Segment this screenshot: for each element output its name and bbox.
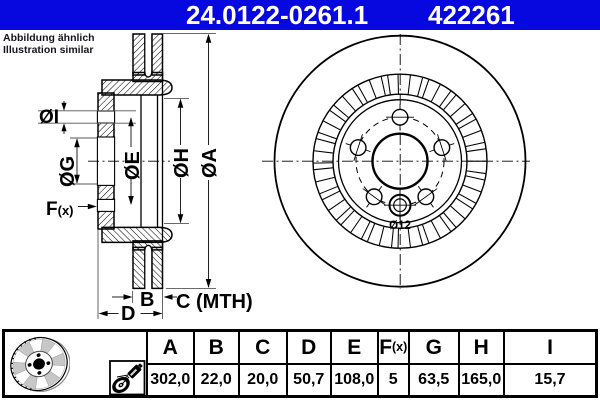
- label-f: F(x): [46, 199, 74, 220]
- label-hole-diameter: Ø12: [389, 220, 411, 232]
- header-bar: 24.0122-0261.1 422261: [0, 0, 600, 30]
- table-col-c: C 20,0: [238, 332, 286, 395]
- table-col-h: H 165,0: [457, 332, 503, 395]
- col-f-header: F(x): [378, 332, 408, 365]
- bolt-circle: [355, 116, 445, 206]
- part-number: 24.0122-0261.1: [186, 0, 369, 30]
- spray-can-body: [127, 363, 143, 379]
- cross-section-view: ØA ØH ØE ØG ØI F(x) B C (MTH) D: [38, 32, 253, 325]
- table-col-d: D 50,7: [285, 332, 330, 395]
- label-dia-g: ØG: [57, 156, 79, 187]
- col-d-header: D: [287, 332, 330, 365]
- col-i-header: I: [505, 332, 595, 365]
- table-col-g: G 63,5: [408, 332, 458, 395]
- table-col-e: E 108,0: [330, 332, 377, 395]
- label-dia-i: ØI: [39, 107, 59, 128]
- col-f-value: 5: [388, 371, 398, 388]
- label-c-mth: C (MTH): [176, 291, 253, 313]
- col-c-value: 20,0: [247, 371, 279, 388]
- col-d-value: 50,7: [293, 371, 325, 388]
- dimension-table: A 302,0 B 22,0 C 20,0 D 50,7 E 108,0 F(x…: [2, 329, 598, 398]
- col-a-header: A: [148, 332, 193, 365]
- table-col-f: F(x) 5: [376, 332, 408, 395]
- col-c-header: C: [240, 332, 286, 365]
- front-view: Ø12: [262, 34, 530, 289]
- label-dia-h: ØH: [171, 148, 193, 178]
- note-line-german: Abbildung ähnlich: [3, 32, 95, 44]
- table-col-b: B 22,0: [192, 332, 238, 395]
- col-e-value: 108,0: [334, 371, 375, 388]
- label-dia-e: ØE: [122, 151, 144, 180]
- bolt-holes: [345, 104, 455, 208]
- center-bore-circle: [371, 132, 429, 190]
- similarity-note: Abbildung ähnlich Illustration similar: [3, 32, 95, 56]
- vane-tick-ring: [313, 74, 487, 248]
- col-b-header: B: [194, 332, 238, 365]
- label-b: B: [140, 289, 154, 311]
- table-col-a: A 302,0: [146, 332, 193, 395]
- outer-diameter-circle: [273, 34, 527, 288]
- table-col-i: I 15,7: [503, 332, 595, 395]
- col-h-value: 165,0: [461, 371, 502, 388]
- col-h-header: H: [459, 332, 503, 365]
- col-g-value: 63,5: [418, 371, 450, 388]
- label-d: D: [121, 303, 135, 325]
- col-a-value: 302,0: [150, 371, 191, 388]
- col-i-value: 15,7: [534, 371, 566, 388]
- reference-number: 422261: [428, 0, 515, 30]
- marked-hole: [384, 190, 416, 220]
- note-line-english: Illustration similar: [3, 44, 94, 56]
- spray-can-icon: [109, 360, 146, 396]
- label-dia-a: ØA: [199, 148, 221, 178]
- col-e-header: E: [332, 332, 377, 365]
- brake-disc-photo-icon: [10, 336, 70, 392]
- col-b-value: 22,0: [200, 371, 232, 388]
- col-g-header: G: [410, 332, 458, 365]
- table-icon-cell: [5, 332, 146, 396]
